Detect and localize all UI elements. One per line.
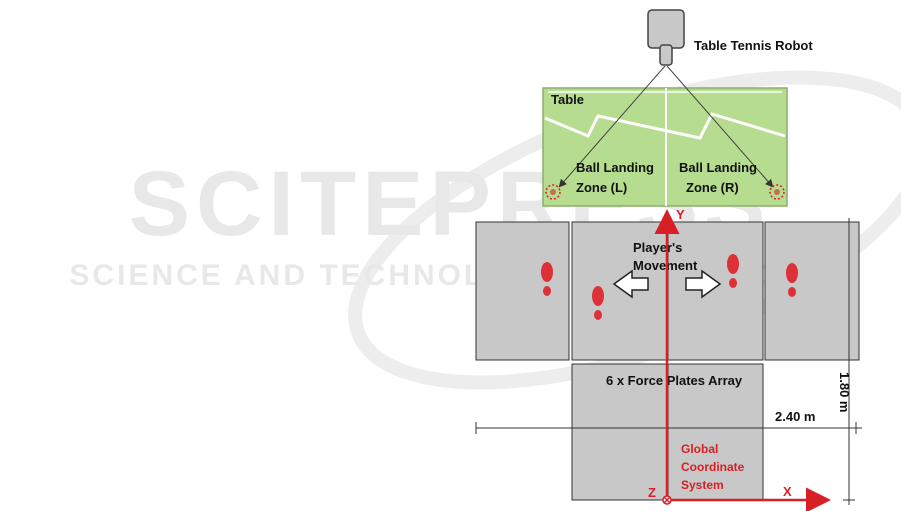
x-axis-label: X <box>783 484 792 499</box>
z-axis-label: Z <box>648 485 656 500</box>
robot: Table Tennis Robot <box>648 10 813 65</box>
zone-right-line2: Zone (R) <box>686 180 739 195</box>
robot-paddle-holder <box>660 45 672 65</box>
coord-label-line2: Coordinate <box>681 460 745 474</box>
plate-left <box>476 222 569 360</box>
dimension-height-label: 1.80 m <box>837 372 852 412</box>
coord-label-line1: Global <box>681 442 718 456</box>
plate-right <box>765 222 859 360</box>
table-label: Table <box>551 92 584 107</box>
zone-left-line1: Ball Landing <box>576 160 654 175</box>
y-axis-label: Y <box>676 207 685 222</box>
movement-label-line1: Player's <box>633 240 682 255</box>
robot-label: Table Tennis Robot <box>694 38 813 53</box>
movement-label-line2: Movement <box>633 258 698 273</box>
robot-body <box>648 10 684 48</box>
zone-right-line1: Ball Landing <box>679 160 757 175</box>
coord-label-line3: System <box>681 478 724 492</box>
plates-label: 6 x Force Plates Array <box>606 373 743 388</box>
z-axis-origin-icon <box>663 496 671 504</box>
dimension-width-label: 2.40 m <box>775 409 815 424</box>
zone-left-line2: Zone (L) <box>576 180 627 195</box>
